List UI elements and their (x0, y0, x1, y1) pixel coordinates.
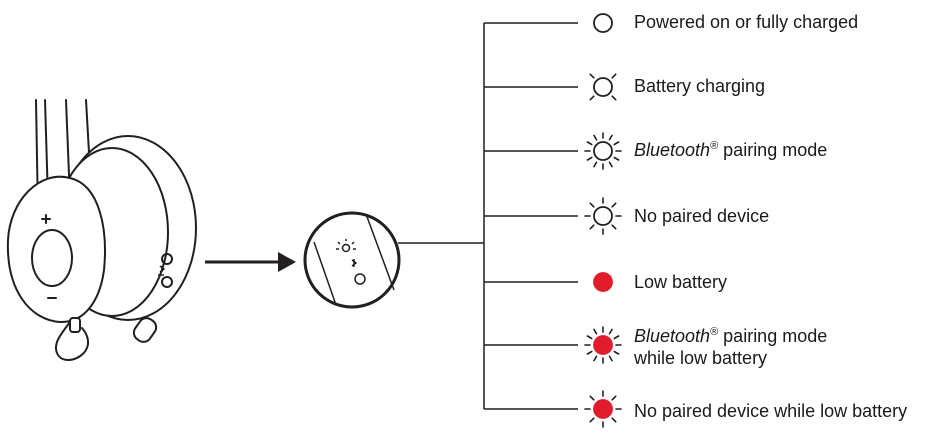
legend-text: Powered on or fully charged (634, 12, 859, 32)
led-circle (593, 335, 613, 355)
led-ray (611, 95, 617, 101)
led-ray (593, 355, 598, 362)
led-ray (611, 202, 617, 208)
led-circle (593, 77, 613, 97)
legend-item-powered: Powered on or fully charged (634, 11, 858, 33)
led-circle (593, 206, 613, 226)
led-icon-bt-pairing (584, 132, 622, 170)
led-ray (611, 73, 617, 79)
led-ray (589, 95, 595, 101)
led-ray (608, 328, 613, 335)
legend-text: pairing mode (718, 326, 828, 346)
legend-item-bt-pairing: Bluetooth® pairing mode (634, 139, 827, 161)
zoom-led-icon (341, 243, 351, 253)
legend-text: Low battery (634, 272, 728, 292)
registered-mark: ® (710, 326, 719, 338)
legend-text: No paired device while low battery (634, 401, 908, 421)
led-icon-no-paired (584, 197, 622, 235)
side-slot (132, 317, 158, 343)
legend-text-line2: while low battery (634, 348, 768, 368)
registered-mark: ® (710, 140, 719, 152)
led-circle (593, 399, 613, 419)
led-ray (613, 335, 620, 340)
brand-name: Bluetooth (634, 140, 711, 160)
led-ray (613, 350, 620, 355)
mic-tip (69, 317, 81, 333)
led-ray (589, 73, 595, 79)
legend-item-charging: Battery charging (634, 75, 765, 97)
led-icon-powered (593, 13, 613, 33)
zoom-bluetooth-icon (351, 259, 358, 267)
led-ray (586, 335, 593, 340)
mic-boom (54, 321, 90, 362)
led-icons (584, 13, 622, 428)
led-ray (608, 161, 613, 168)
led-ray (608, 355, 613, 362)
led-ray (593, 161, 598, 168)
legend-item-no-paired-low: No paired device while low battery (634, 400, 907, 422)
headset-illustration (6, 99, 197, 362)
legend-item-low-battery: Low battery (634, 271, 727, 293)
volume-disc (31, 229, 73, 287)
legend-item-bt-pairing-low: Bluetooth® pairing mode while low batter… (634, 325, 827, 369)
led-ray (586, 156, 593, 161)
led-ray (586, 141, 593, 146)
led-ray (613, 156, 620, 161)
led-icon-bt-pairing-low (584, 326, 622, 364)
side-button-bottom (161, 276, 173, 288)
led-ray (586, 350, 593, 355)
led-ray (593, 134, 598, 141)
led-ray (611, 224, 617, 230)
led-ray (611, 395, 617, 401)
led-circle (593, 141, 613, 161)
legend-text: pairing mode (718, 140, 828, 160)
led-icon-charging (589, 73, 617, 101)
led-ray (611, 417, 617, 423)
legend-item-no-paired: No paired device (634, 205, 769, 227)
led-icon-low-battery (593, 272, 613, 292)
led-circle (593, 13, 613, 33)
brand-name: Bluetooth (634, 326, 711, 346)
side-button-top (161, 253, 173, 265)
zoom-button-icon (354, 273, 366, 285)
led-ray (613, 141, 620, 146)
led-ray (589, 202, 595, 208)
legend-text: Battery charging (634, 76, 766, 96)
bluetooth-small-icon (159, 265, 166, 273)
zoom-circle (303, 211, 401, 309)
led-circle (593, 272, 613, 292)
side-icons (158, 265, 166, 276)
led-ray (608, 134, 613, 141)
led-ray (589, 395, 595, 401)
tree-branches (484, 22, 578, 410)
legend-text: No paired device (634, 206, 770, 226)
arrow-right-icon (205, 252, 296, 272)
led-ray (593, 328, 598, 335)
led-ray (589, 224, 595, 230)
led-ray (589, 417, 595, 423)
led-icon-no-paired-low (584, 390, 622, 428)
